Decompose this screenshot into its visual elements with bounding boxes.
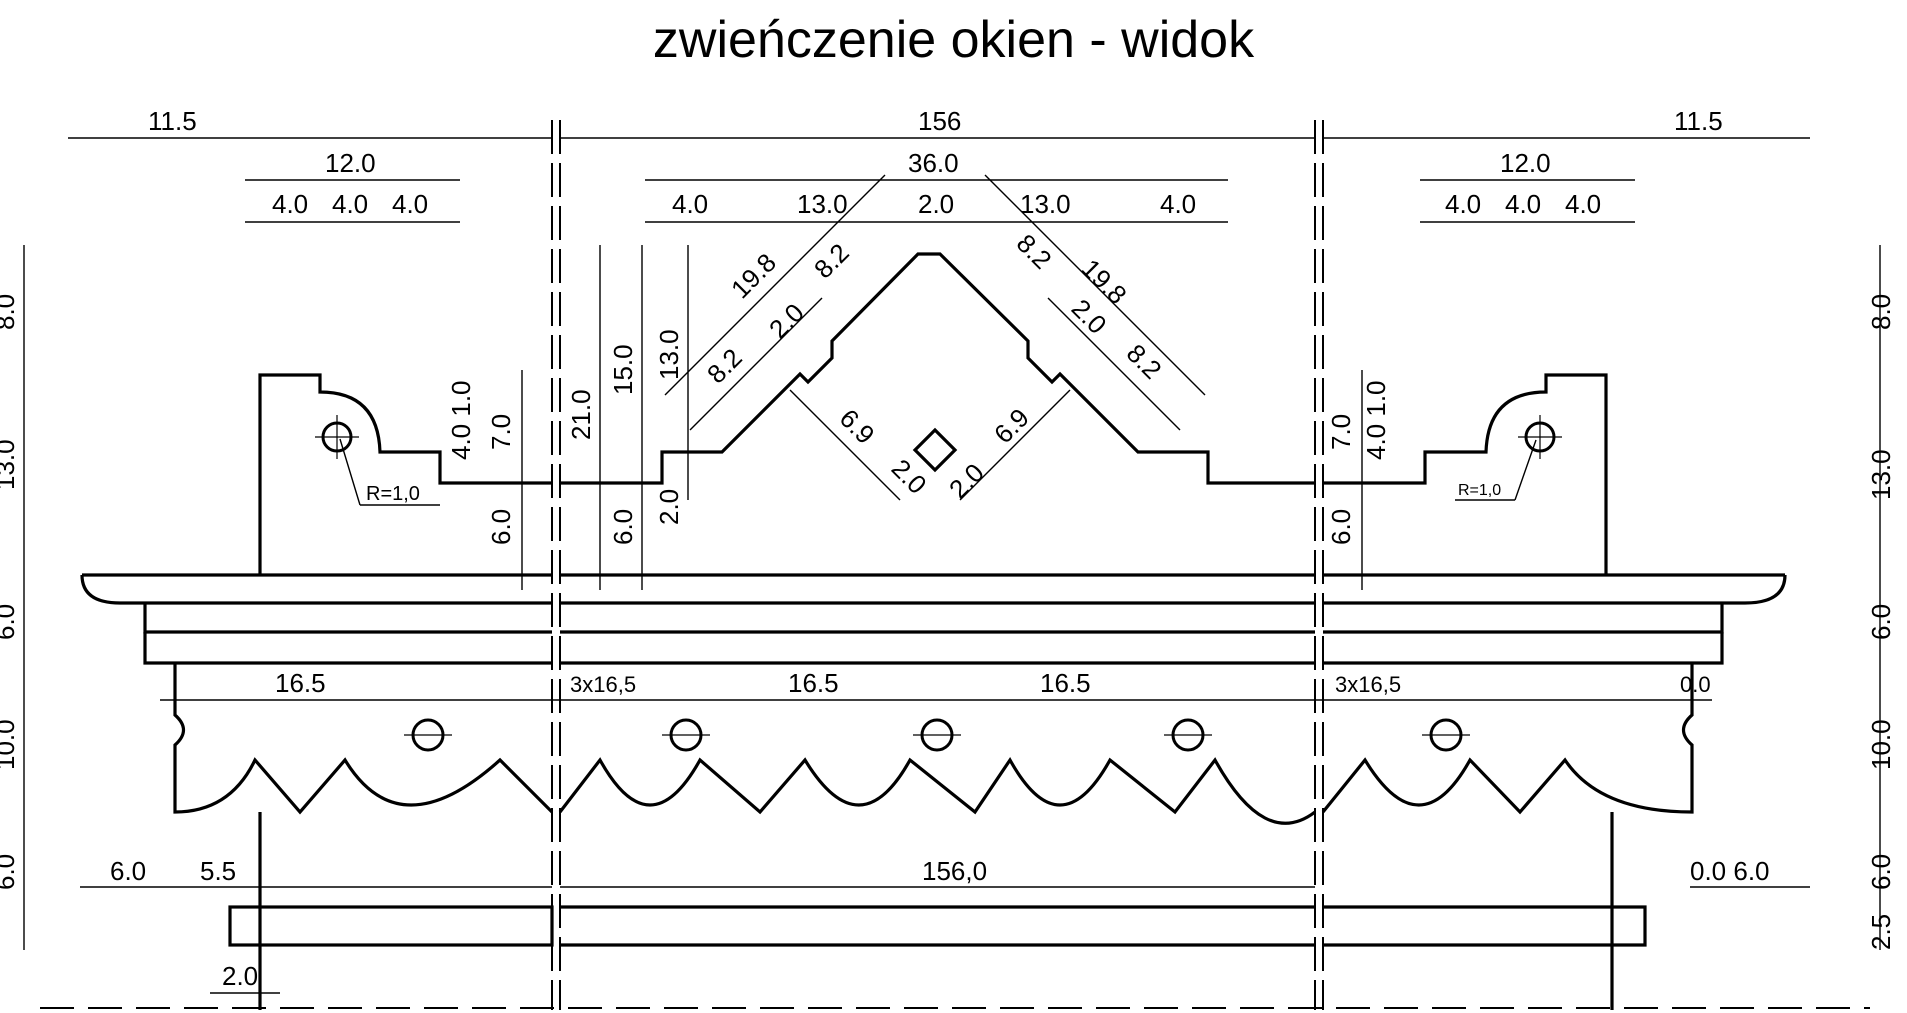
dim-diag-6-9-right: 6.9 xyxy=(988,402,1035,449)
dim-h-6-b: 6.0 xyxy=(608,509,638,545)
dim-peak-width: 36.0 xyxy=(908,148,959,178)
dim-right-6: 6.0 xyxy=(1866,604,1896,640)
dim-peak-4b: 4.0 xyxy=(1160,189,1196,219)
dim-diag-19-8-left: 19.8 xyxy=(725,247,782,304)
dim-right-4a: 4.0 xyxy=(1445,189,1481,219)
dim-right-group: 12.0 xyxy=(1500,148,1551,178)
break-lines xyxy=(551,120,1324,1010)
dim-peak-4a: 4.0 xyxy=(672,189,708,219)
dimension-lines xyxy=(23,137,1881,994)
dim-h-4-1-right: 4.0 1.0 xyxy=(1361,380,1391,460)
dim-peak-13a: 13.0 xyxy=(797,189,848,219)
dim-h-4-1-left: 4.0 1.0 xyxy=(446,380,476,460)
dim-left-6b: 6.0 xyxy=(0,854,20,890)
dim-right-2-5: 2.5 xyxy=(1866,914,1896,950)
crown-outline xyxy=(80,252,1787,1010)
dim-right-4b: 4.0 xyxy=(1505,189,1541,219)
dim-h-6-right: 6.0 xyxy=(1326,509,1356,545)
dim-diag-8-2-right-top: 8.2 xyxy=(1011,228,1058,275)
dim-h-6-a: 6.0 xyxy=(486,509,516,545)
dim-bottom-156: 156,0 xyxy=(922,856,987,886)
dim-h-7-left: 7.0 xyxy=(486,414,516,450)
dim-h-15: 15.0 xyxy=(608,344,638,395)
dim-left-group: 12.0 xyxy=(325,148,376,178)
dim-dentil-16-5-b: 16.5 xyxy=(1040,668,1091,698)
dim-top-left: 11.5 xyxy=(148,106,197,136)
dim-h-7-right: 7.0 xyxy=(1326,414,1356,450)
dim-left-4c: 4.0 xyxy=(392,189,428,219)
dim-diag-6-9-left: 6.9 xyxy=(834,403,881,450)
dim-peak-2: 2.0 xyxy=(918,189,954,219)
drawing-title: zwieńczenie okien - widok xyxy=(652,11,1255,69)
dim-h-21: 21.0 xyxy=(566,389,596,440)
dim-left-10: 10.0 xyxy=(0,719,20,770)
dim-left-4a: 4.0 xyxy=(272,189,308,219)
dim-dentil-3x-left: 3x16,5 xyxy=(570,672,636,697)
dim-left-4b: 4.0 xyxy=(332,189,368,219)
dim-right-6b: 6.0 xyxy=(1866,854,1896,890)
dim-right-8: 8.0 xyxy=(1866,294,1896,330)
dim-h-13: 13.0 xyxy=(654,329,684,380)
dim-h-2-a: 2.0 xyxy=(654,489,684,525)
dim-diag-2-low-right: 2.0 xyxy=(943,457,990,504)
dim-dentil-16-5-left: 16.5 xyxy=(275,668,326,698)
dim-top-right: 11.5 xyxy=(1674,106,1723,136)
radius-right: R=1,0 xyxy=(1458,482,1501,499)
dim-diag-8-2-left: 8.2 xyxy=(701,342,748,389)
dim-top-center: 156 xyxy=(918,106,961,136)
dim-dentil-3x-right: 3x16,5 xyxy=(1335,672,1401,697)
dim-right-10: 10.0 xyxy=(1866,719,1896,770)
dim-left-8: 8.0 xyxy=(0,294,20,330)
dim-bottom-5-5: 5.5 xyxy=(200,856,236,886)
dim-left-13: 13.0 xyxy=(0,439,20,490)
dim-left-6: 6.0 xyxy=(0,604,20,640)
dim-bottom-2: 2.0 xyxy=(222,961,258,991)
dim-right-4c: 4.0 xyxy=(1565,189,1601,219)
dim-dentil-16-5-a: 16.5 xyxy=(788,668,839,698)
dim-bottom-00-6: 0.0 6.0 xyxy=(1690,856,1770,886)
dim-zero: 0.0 xyxy=(1680,672,1711,697)
dim-diag-2-left: 2.0 xyxy=(763,297,810,344)
dim-bottom-6: 6.0 xyxy=(110,856,146,886)
rosettes xyxy=(321,421,1556,752)
radius-left: R=1,0 xyxy=(366,483,420,505)
dim-right-13: 13.0 xyxy=(1866,449,1896,500)
dim-peak-13b: 13.0 xyxy=(1020,189,1071,219)
